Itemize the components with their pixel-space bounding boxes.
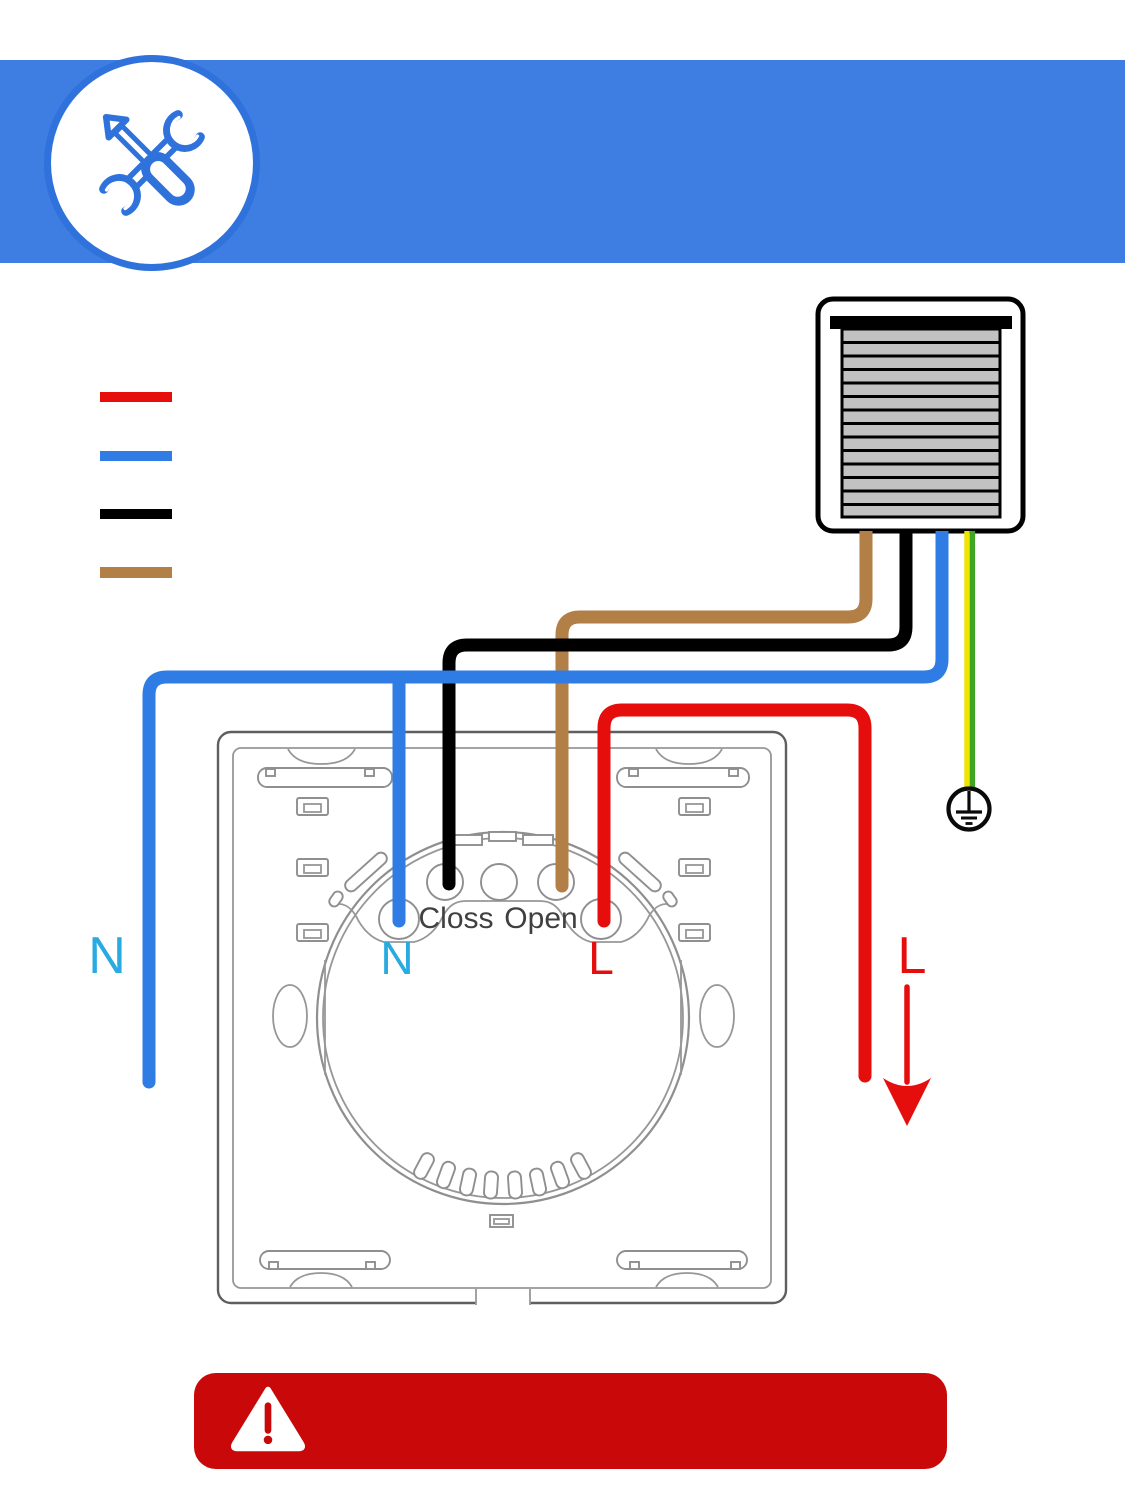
- terminal-label-n: N: [380, 932, 413, 984]
- switch-backbox: [216, 730, 788, 1307]
- earth-wire: [964, 531, 976, 788]
- terminal-label-close: Closs: [418, 902, 493, 935]
- terminal-unused: [480, 863, 518, 901]
- terminal-label-open: Open: [504, 902, 577, 935]
- wire-black-close: [442, 531, 913, 884]
- blind-head-rail: [830, 316, 1012, 329]
- wire-red-live: [597, 703, 872, 1076]
- wires: [142, 531, 949, 1089]
- roller-blind-motor: [815, 296, 1026, 534]
- legend-swatch-black: [100, 509, 172, 519]
- wire-brown-open: [555, 531, 873, 886]
- live-direction-arrow: [883, 984, 931, 1126]
- legend-swatch-blue: [100, 451, 172, 461]
- wire-blue-neutral: [142, 531, 949, 1082]
- side-label-live: L: [898, 927, 927, 985]
- earth-ground-symbol: [946, 786, 992, 832]
- warning-triangle-icon: [230, 1386, 306, 1452]
- side-label-neutral: N: [88, 927, 126, 985]
- legend-swatch-red: [100, 392, 172, 402]
- mounting-holes: [296, 797, 711, 942]
- tools-icon: [99, 110, 205, 216]
- warning-banner: [194, 1373, 947, 1469]
- terminal-label-l: L: [588, 932, 614, 984]
- header-icon-badge: [44, 55, 260, 271]
- legend-swatch-brown: [100, 567, 172, 578]
- connector-pins: [413, 1152, 592, 1200]
